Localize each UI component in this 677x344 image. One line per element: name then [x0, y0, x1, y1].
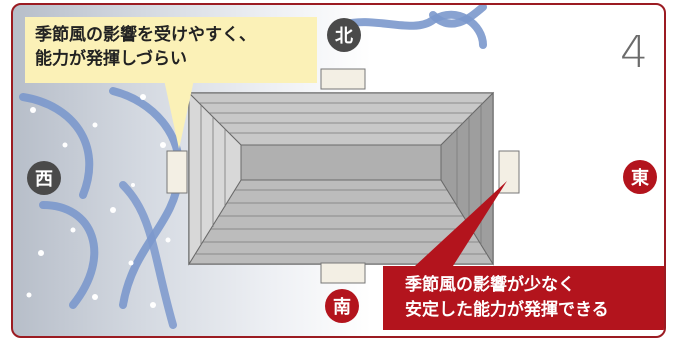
outdoor-units [166, 68, 520, 284]
building-roof [187, 91, 495, 266]
callout-top-line1: 季節風の影響を受けやすく、 [35, 25, 256, 45]
direction-west-badge: 西 [27, 161, 61, 195]
callout-top-pointer [163, 75, 195, 149]
panel-number: 4 [620, 27, 648, 78]
callout-top-line2: 能力が発揮しづらい [35, 49, 187, 69]
diagram-artwork [19, 5, 520, 329]
callout-top: 季節風の影響を受けやすく、 能力が発揮しづらい [25, 17, 317, 83]
callout-bottom: 季節風の影響が少なく 安定した能力が発揮できる [383, 266, 664, 330]
callout-bottom-line1: 季節風の影響が少なく [405, 275, 575, 295]
direction-south-badge: 南 [325, 289, 359, 323]
snowflakes [26, 94, 171, 308]
direction-north-badge: 北 [327, 18, 361, 52]
callout-bottom-line2: 安定した能力が発揮できる [405, 300, 609, 320]
callout-bottom-pointer [415, 181, 507, 266]
diagram-panel: 4 季節風の影響を受けやすく、 能力が発揮しづらい 季節風の影響が少なく 安定し… [11, 3, 666, 338]
direction-east-badge: 東 [623, 160, 657, 194]
